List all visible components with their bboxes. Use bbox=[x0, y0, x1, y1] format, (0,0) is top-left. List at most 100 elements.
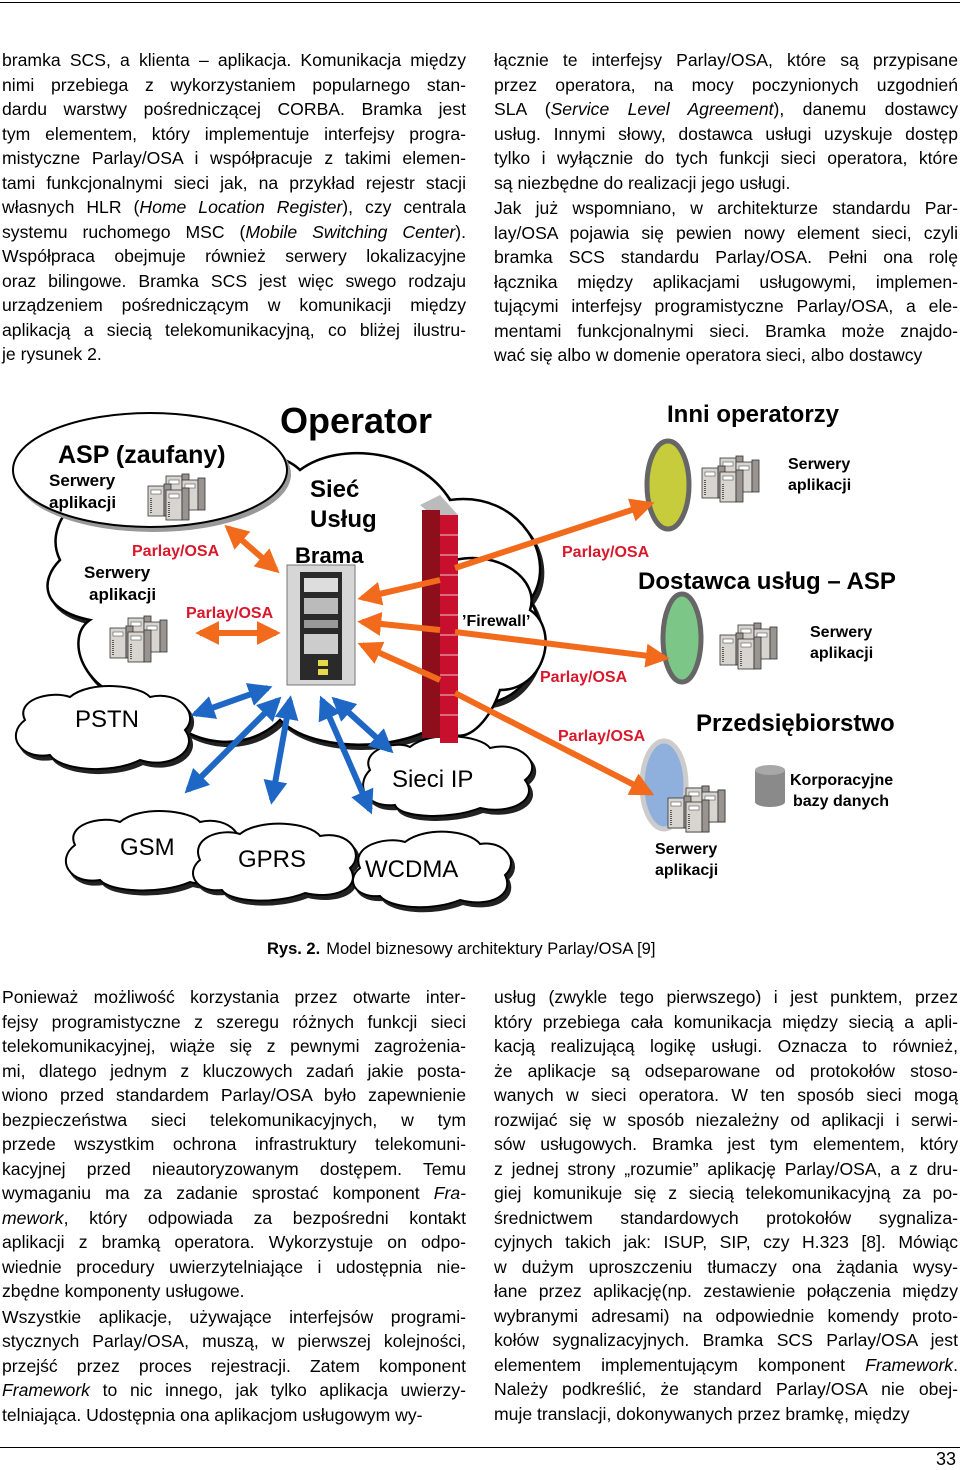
parlay-arrow bbox=[357, 641, 442, 683]
database-label: Korporacyjne bbox=[790, 772, 893, 789]
column-bottom-left: Ponieważ możliwość korzystania przez otw… bbox=[2, 985, 466, 1427]
operator-label: Operator bbox=[280, 400, 432, 441]
text-line: Wszystkie aplikacje, używające interfejs… bbox=[2, 1306, 466, 1327]
italic-term: mework bbox=[2, 1207, 64, 1228]
app-servers-label: aplikacji bbox=[810, 645, 873, 662]
enterprise-label: Przedsiębiorstwo bbox=[696, 710, 895, 737]
text-line: aplikacji z bramką operatora. Wykorzystu… bbox=[2, 1232, 466, 1252]
text-line: bramka SCS standardu Parlay/OSA. Pełni o… bbox=[494, 247, 958, 267]
figure-parlay-osa-model: Operator ASP (zaufany) Serwery aplikacji… bbox=[12, 400, 896, 909]
service-network-label: Usług bbox=[310, 506, 377, 533]
text-segment: ), danemu dostawcy bbox=[773, 99, 958, 119]
text-line: Ponieważ możliwość korzystania przez otw… bbox=[2, 987, 466, 1007]
column-top-left: bramka SCS, a klienta – aplikacja. Komun… bbox=[2, 48, 466, 367]
caption-text: Model biznesowy architektury Parlay/OSA … bbox=[326, 940, 656, 958]
text-line: Jak już wspomniano, w architekturze stan… bbox=[494, 198, 958, 218]
italic-term: Service Level Agreement bbox=[550, 99, 774, 119]
paragraph: Wszystkie aplikacje, używające interfejs… bbox=[2, 1305, 466, 1428]
paragraph: usług (zwykle tego pierwszego) i jest pu… bbox=[494, 985, 958, 1426]
firewall-icon bbox=[420, 495, 458, 743]
text-segment: elementem implementującym komponent bbox=[494, 1354, 866, 1375]
text-line: bramka SCS, a klienta – aplikacja. Komun… bbox=[2, 50, 466, 70]
text-segment: , który odpowiada za bezpośredni kontakt bbox=[63, 1207, 466, 1228]
text-line: fejsy programistyczne z szeregu różnych … bbox=[2, 1011, 466, 1032]
parlay-arrow bbox=[224, 524, 280, 574]
app-servers-label: Serwery bbox=[49, 471, 116, 490]
text-line: wanych w sieci operatora. W ten sposób s… bbox=[494, 1085, 958, 1105]
text-line: własnych HLR (Home Location Register), c… bbox=[2, 195, 466, 220]
text-line: tami funkcjonalnymi sieci jak, na przykł… bbox=[2, 172, 466, 193]
italic-term: Mobile Switching Center bbox=[245, 221, 456, 242]
text-line: urządzeniem pośredniczącym w komunikacji… bbox=[2, 295, 466, 315]
text-line: tylko i wyłącznie do tych funkcji sieci … bbox=[494, 148, 958, 168]
sieci-ip-cloud bbox=[362, 735, 533, 817]
text-line: Należy podkreślić, że standard Parlay/OS… bbox=[494, 1379, 958, 1399]
text-line: wymaganiu ma za zadanie sprostać kompone… bbox=[2, 1181, 466, 1206]
network-arrow bbox=[331, 696, 394, 754]
gateway-rack-icon bbox=[286, 564, 356, 686]
text-line: nimi przebiega z wykorzystaniem popularn… bbox=[2, 74, 466, 95]
parlay-label: Parlay/OSA bbox=[186, 605, 274, 622]
parlay-arrow bbox=[453, 690, 655, 796]
text-line: dardu warstwy pośredniczącej CORBA. Bram… bbox=[2, 99, 466, 119]
text-line: mi, dlatego jednym z kluczowych zadań ja… bbox=[2, 1060, 466, 1081]
database-icon bbox=[755, 765, 785, 807]
text-segment: ). bbox=[455, 221, 466, 242]
service-provider-ellipse bbox=[660, 591, 704, 685]
text-segment: własnych HLR ( bbox=[2, 197, 140, 217]
server-group-icon bbox=[720, 623, 777, 669]
text-line: telniająca. Udostępnia ona aplikacjom us… bbox=[2, 1404, 423, 1425]
text-line: średnictwem standardowych protokołów syg… bbox=[494, 1207, 958, 1228]
italic-term: Fra- bbox=[433, 1183, 466, 1203]
text-line: kołów sygnalizacyjnych. Bramka SCS Parla… bbox=[494, 1330, 958, 1350]
text-line: muje translacji, dokonywanych przez bram… bbox=[494, 1403, 910, 1424]
service-network-label: Sieć bbox=[310, 476, 359, 503]
text-line: są niezbędne do realizacji jego usługi. bbox=[494, 172, 791, 193]
app-servers-label: aplikacji bbox=[89, 585, 156, 604]
text-line: oraz bilingowe. Bramka SCS jest więc swe… bbox=[2, 270, 466, 291]
text-line: mentami funkcjonalnymi sieci. Bramka moż… bbox=[494, 320, 958, 341]
paragraph: łącznie te interfejsy Parlay/OSA, które … bbox=[494, 48, 958, 195]
gateway-label: Brama bbox=[295, 543, 364, 568]
italic-term: Framework bbox=[2, 1380, 90, 1400]
network-arrow bbox=[263, 695, 299, 805]
text-line: usług. Innymi słowy, dostawca usługi uzy… bbox=[494, 123, 958, 144]
text-line: rozwijać się w sposób niezależny od apli… bbox=[494, 1109, 958, 1130]
text-line: stycznych Parlay/OSA, muszą, w pierwszej… bbox=[2, 1331, 466, 1351]
text-line: przejść przez proces rejestracji. Zatem … bbox=[2, 1355, 466, 1376]
text-line: tym elementem, który implementuje interf… bbox=[2, 123, 466, 144]
text-line: wybranymi adresami) na odpowiednie komen… bbox=[494, 1305, 958, 1326]
sieci-ip-label: Sieci IP bbox=[392, 766, 473, 793]
wcdma-cloud bbox=[351, 830, 512, 909]
text-segment: wymaganiu ma za zadanie sprostać kompone… bbox=[2, 1183, 434, 1203]
text-line: aplikacją a siecią telekomunikacyjną, co… bbox=[2, 319, 466, 340]
app-servers-label: Serwery bbox=[655, 841, 717, 858]
app-servers-label: Serwery bbox=[810, 624, 872, 641]
text-line: łącznika między aplikacjami usługowymi, … bbox=[494, 271, 958, 292]
parlay-arrow bbox=[454, 629, 670, 668]
figure-caption: Rys. 2. Model biznesowy architektury Parl… bbox=[267, 940, 655, 959]
gprs-label: GPRS bbox=[238, 846, 306, 873]
other-operators-label: Inni operatorzy bbox=[667, 401, 840, 428]
caption-label: Rys. 2. bbox=[267, 940, 321, 958]
text-line: kacyjnej przed nieautoryzowanym dostępem… bbox=[2, 1158, 466, 1179]
app-servers-label: Serwery bbox=[788, 456, 850, 473]
italic-term: Home Location Register bbox=[139, 197, 343, 217]
text-line: wiednie procedury uwierzytelniające i ud… bbox=[2, 1256, 466, 1277]
text-segment: ), czy centrala bbox=[342, 197, 466, 217]
text-line: który przebiega cała komunikacja między … bbox=[494, 1011, 958, 1032]
text-line: cyjnych takich jak: ISUP, SIP, czy H.323… bbox=[494, 1232, 958, 1252]
text-line: zbędne komponenty usługowe. bbox=[2, 1281, 245, 1301]
bottom-rule bbox=[0, 1447, 960, 1448]
parlay-label: Parlay/OSA bbox=[540, 669, 628, 686]
parlay-arrow bbox=[357, 612, 441, 636]
network-arrow bbox=[318, 695, 374, 815]
parlay-label: Parlay/OSA bbox=[132, 543, 220, 560]
text-line: SLA (Service Level Agreement), danemu do… bbox=[494, 97, 958, 122]
text-line: Framework to nic innego, jak tylko aplik… bbox=[2, 1378, 466, 1403]
firewall-cloud bbox=[453, 556, 547, 737]
text-line: łane przez aplikację(np. zestawienie poł… bbox=[494, 1281, 958, 1301]
text-segment: . bbox=[953, 1354, 958, 1375]
firewall-label: ’Firewall’ bbox=[462, 613, 530, 630]
parlay-label: Parlay/OSA bbox=[562, 544, 650, 561]
